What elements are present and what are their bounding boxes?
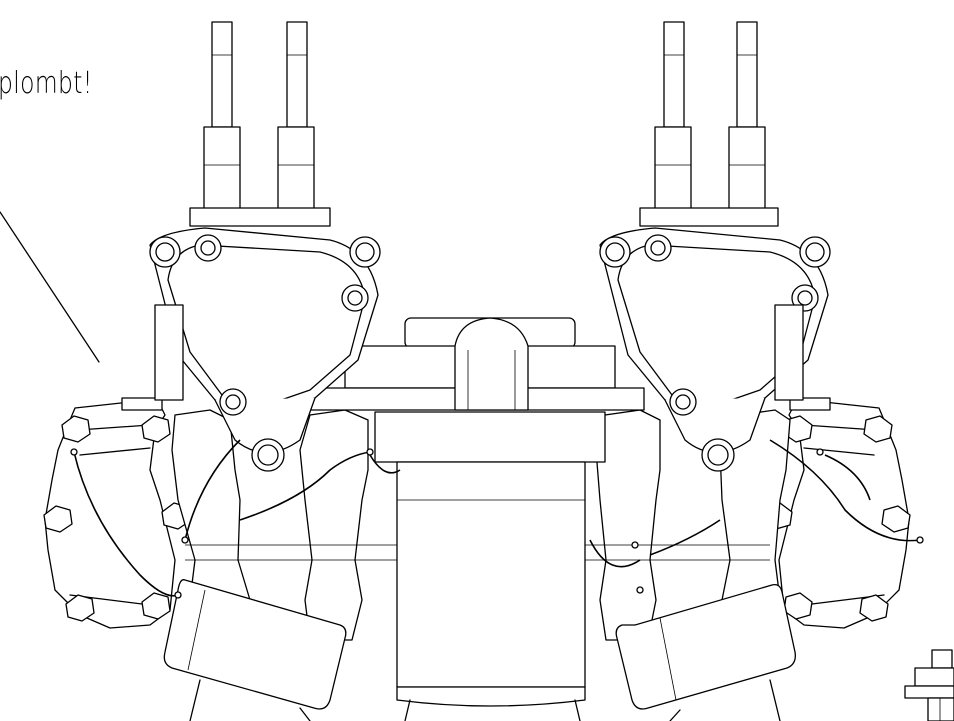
right-flange-plate bbox=[599, 227, 831, 472]
safety-wires bbox=[70, 439, 924, 599]
central-cylinder bbox=[374, 411, 606, 721]
annotation-text: plombt! bbox=[0, 66, 93, 101]
annotation-leader-line bbox=[0, 211, 100, 363]
bottom-right-fitting bbox=[904, 649, 954, 721]
left-bottom-box bbox=[163, 579, 347, 721]
right-pillars bbox=[639, 21, 779, 227]
right-bottom-box bbox=[615, 584, 796, 721]
left-flange-plate bbox=[149, 227, 381, 472]
inner-runners bbox=[171, 409, 791, 641]
left-manifold bbox=[43, 401, 191, 629]
side-brackets bbox=[121, 304, 831, 411]
left-pillars bbox=[189, 21, 331, 227]
